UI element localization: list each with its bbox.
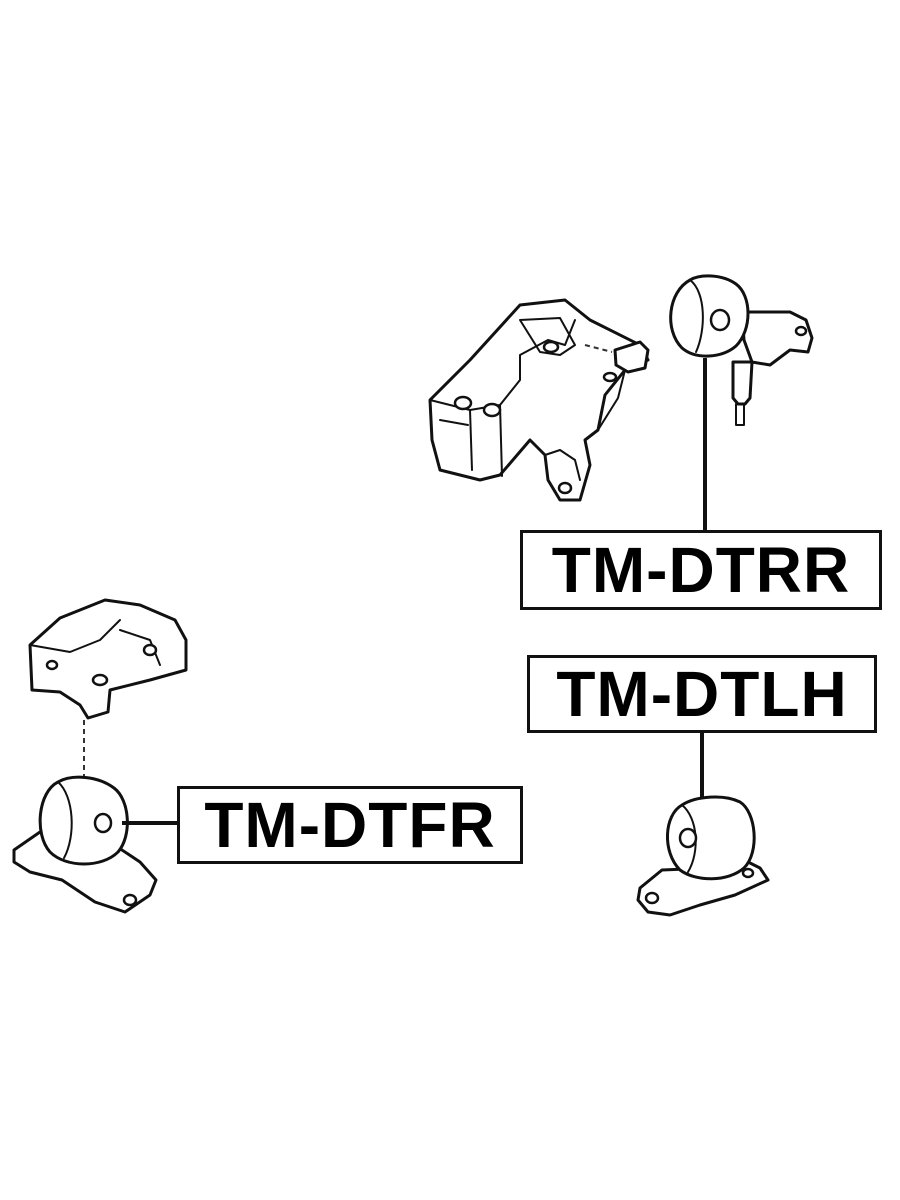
part-label-tm-dtlh: TM-DTLH [527, 655, 877, 733]
part-label-tm-dtrr: TM-DTRR [520, 530, 882, 610]
part-label-tm-dtfr: TM-DTFR [177, 786, 523, 864]
mount-dtfr-drawing [12, 598, 188, 914]
transmission-bracket-drawing [428, 298, 650, 502]
mount-dtlh-drawing [636, 731, 770, 917]
mount-dtrr-drawing [669, 274, 814, 532]
